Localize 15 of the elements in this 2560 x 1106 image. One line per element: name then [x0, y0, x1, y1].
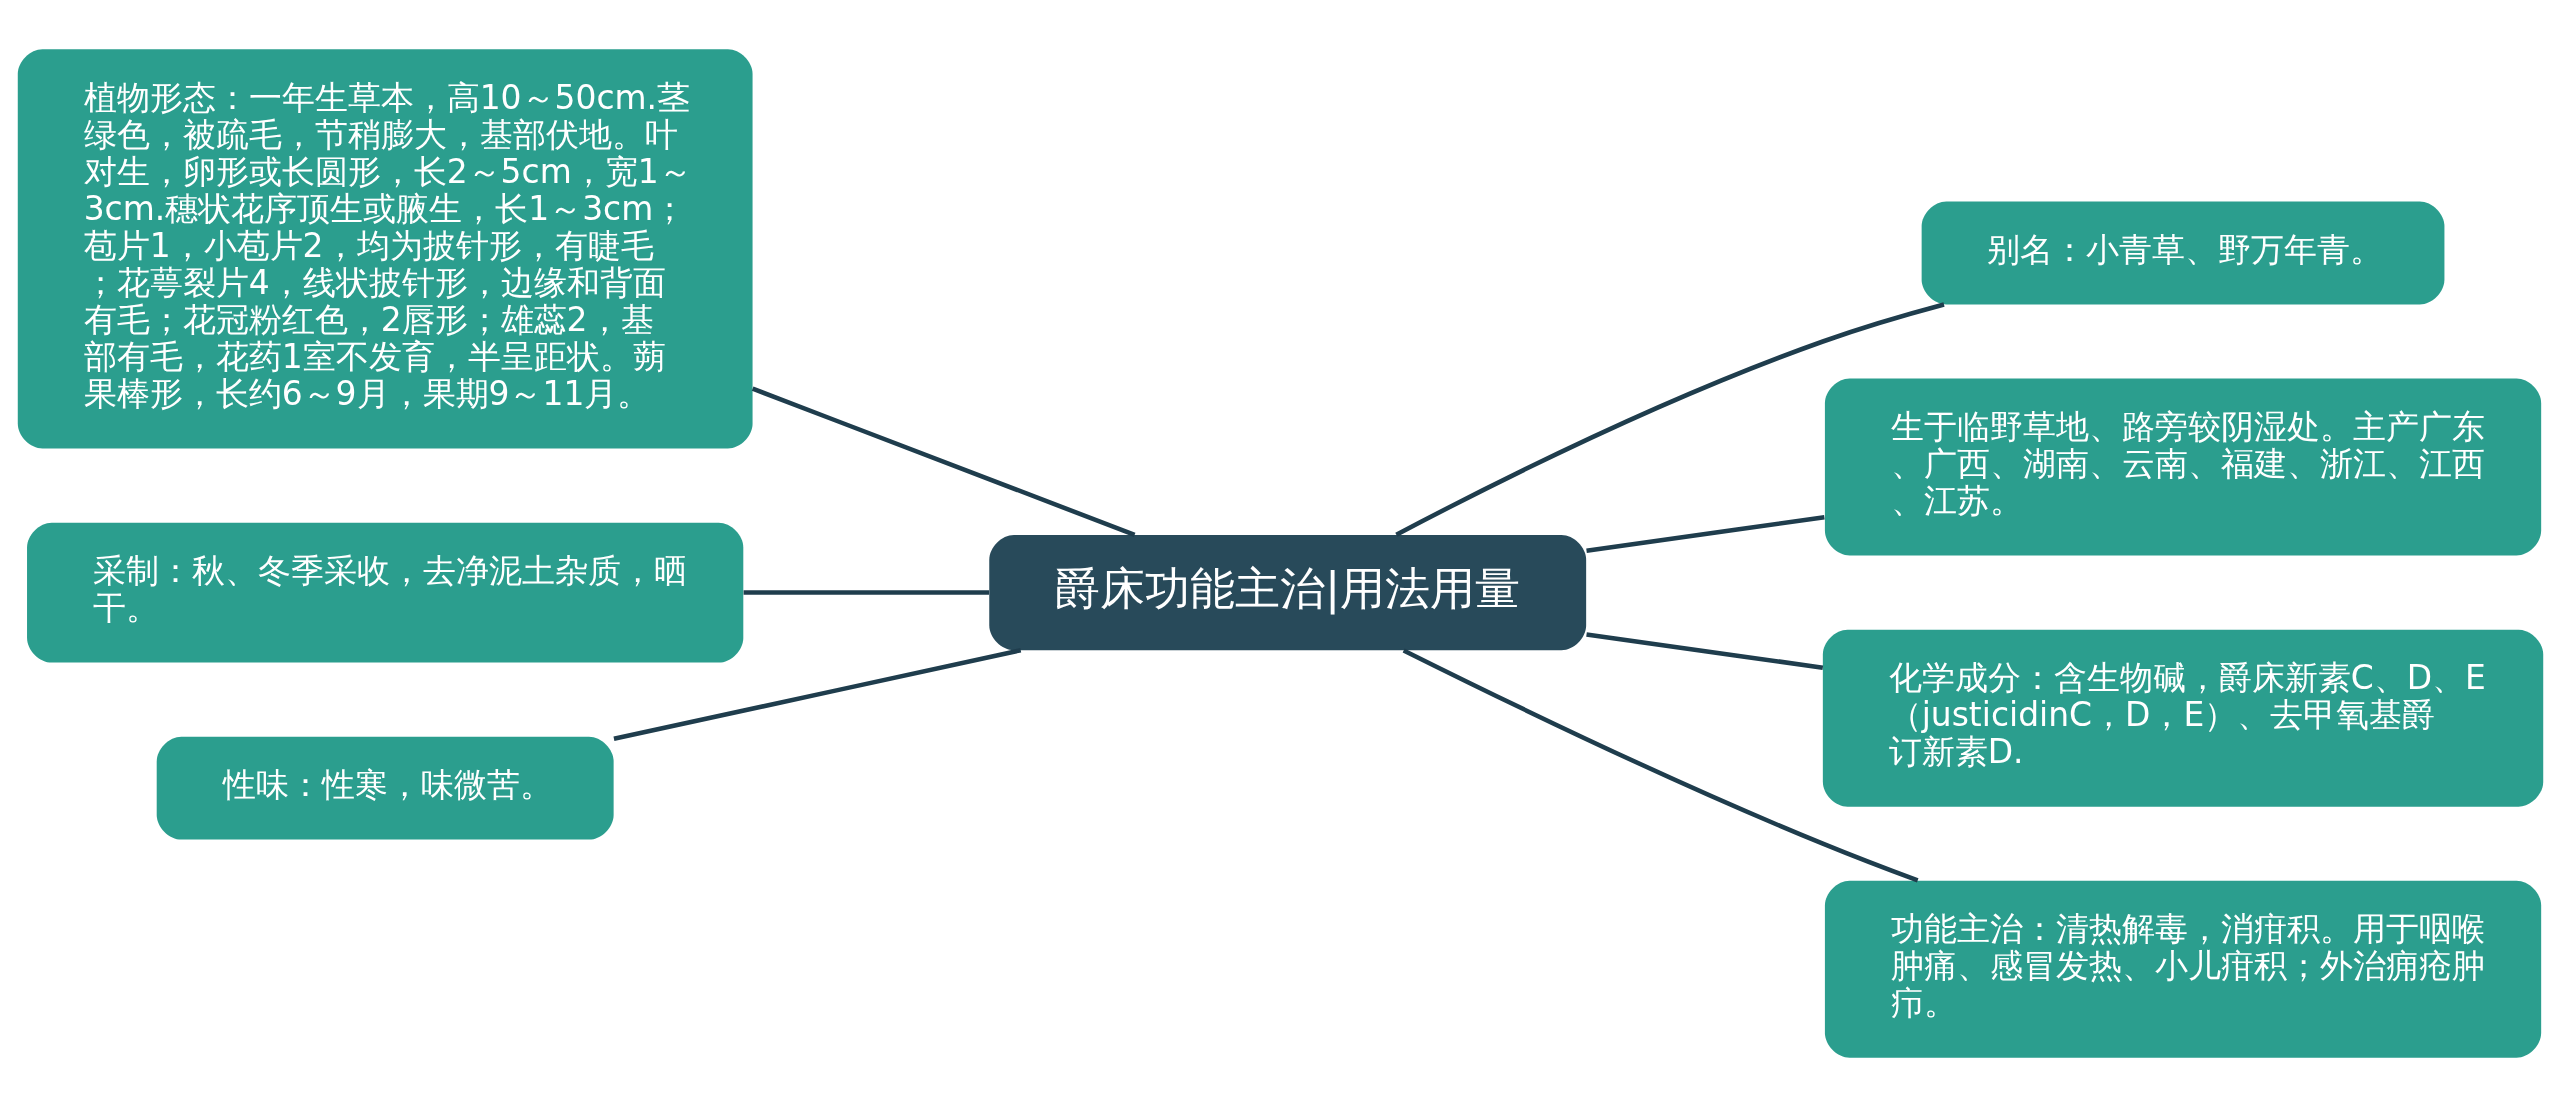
node-box: 别名：小青草、野万年青。	[1921, 201, 2444, 304]
node-box: 爵床功能主治|用法用量	[988, 534, 1586, 650]
connector	[1402, 647, 1918, 883]
node-box: 化学成分：含生物碱，爵床新素C、D、E（justicidinC，D，E）、去甲氧基爵订新素D.	[1822, 629, 2543, 807]
connector	[743, 589, 989, 595]
node-box: 采制：秋、冬季采收，去净泥土杂质，晒干。	[26, 522, 743, 663]
connector	[612, 647, 1021, 741]
node-box: 性味：性寒，味微苦。	[156, 736, 614, 840]
node-box: 生于临野草地、路旁较阴湿处。主产广东、广西、湖南、云南、福建、浙江、江西、江苏。	[1824, 378, 2541, 556]
connector	[751, 386, 1135, 537]
connector	[1394, 301, 1945, 537]
node-box: 功能主治：清热解毒，消疳积。用于咽喉肿痛、感冒发热、小儿疳积；外治痈疮肿疖。	[1824, 880, 2541, 1058]
connector	[1585, 514, 1825, 553]
connector	[1585, 631, 1823, 670]
node-box: 植物形态：一年生草本，高10～50cm.茎绿色，被疏毛，节稍膨大，基部伏地。叶对生，卵形或长圆形，长2～5cm，宽1～3cm.穗状花序顶生或腋生，长1～3cm；苞片1，小苞片2，均为披针形，有睫毛；花萼裂片4，线状披针形，边缘和背面有毛；花冠粉红色，2唇形；雄蕊2，基部有毛，花药1室不发育，半呈距状。蒴果棒形，长约6～9月，果期9～11月。	[17, 48, 753, 449]
